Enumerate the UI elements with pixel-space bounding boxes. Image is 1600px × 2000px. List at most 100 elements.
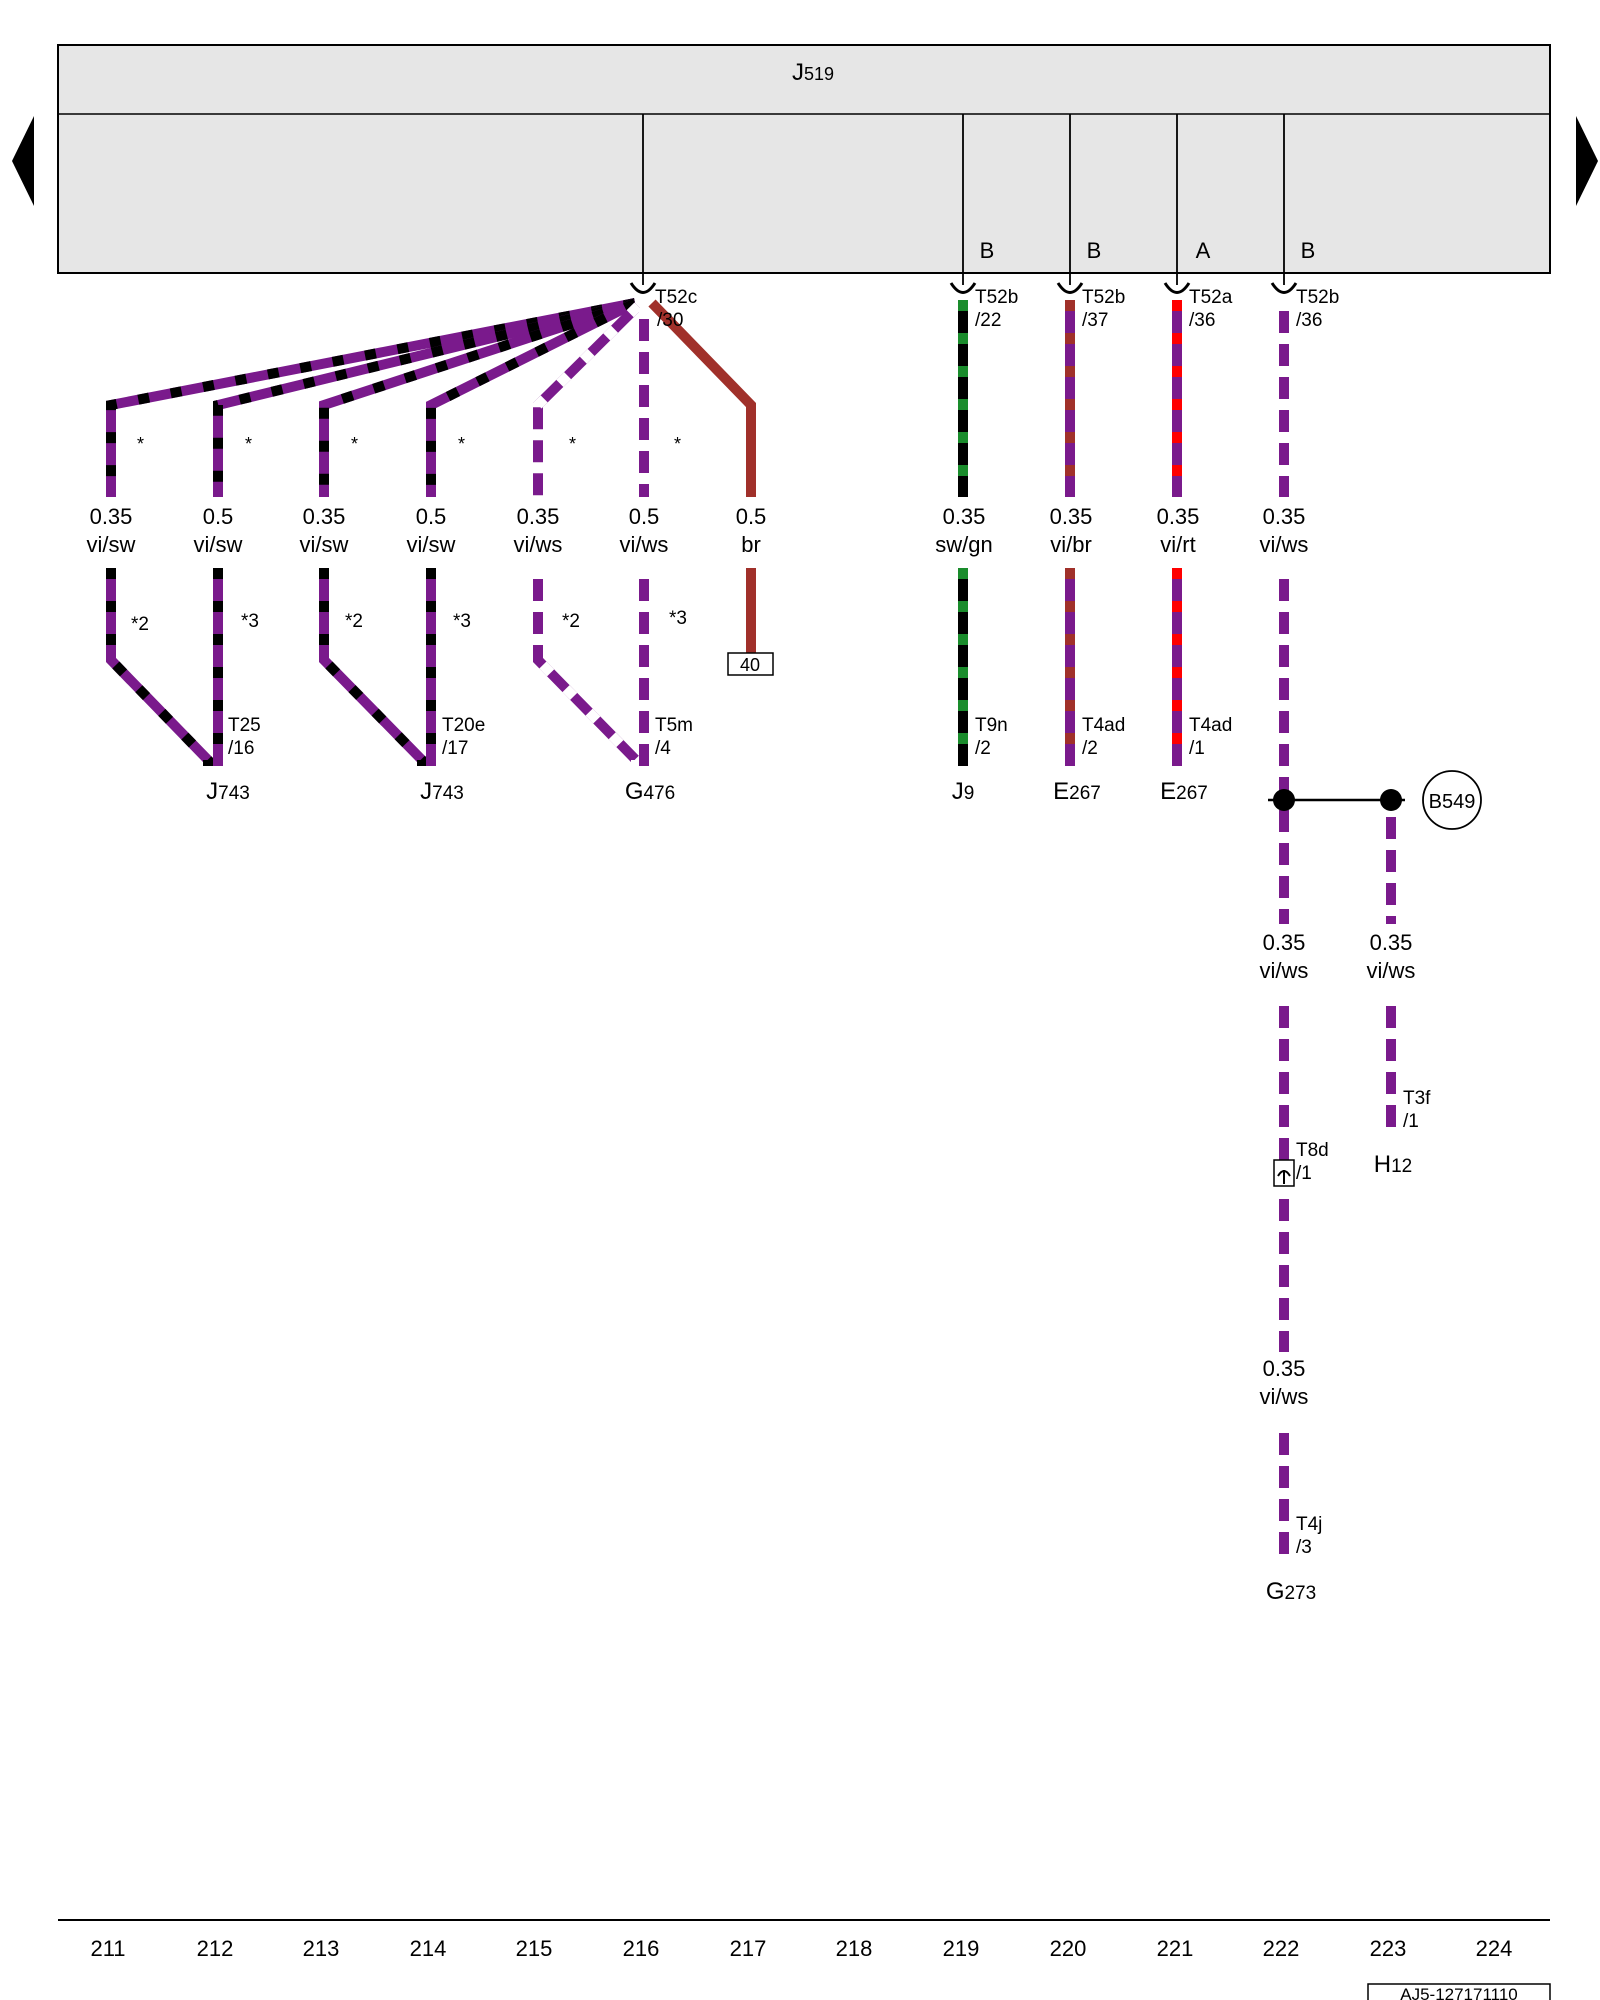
- pin-label: T4ad: [1082, 715, 1125, 736]
- column-number: 219: [943, 1936, 980, 1961]
- wire-br: [648, 299, 756, 497]
- triangle-right-icon[interactable]: [1576, 116, 1598, 206]
- wire-vi-sw-stripe: [106, 568, 213, 766]
- plug-icon: [1163, 282, 1191, 294]
- wire-size: 0.5: [629, 504, 660, 529]
- variant-marker: *3: [241, 611, 259, 632]
- component-label: E267: [1053, 778, 1101, 805]
- document-code: AJ5-127171110: [1367, 1983, 1551, 2000]
- splice-label: B549: [1429, 791, 1476, 813]
- wires: [106, 298, 1396, 1562]
- column-number: 223: [1370, 1936, 1407, 1961]
- pin-label: /37: [1082, 310, 1108, 331]
- pin-label: T4ad: [1189, 715, 1232, 736]
- variant-marker: *2: [562, 611, 580, 632]
- triangle-left-icon[interactable]: [12, 116, 34, 206]
- pin-label: T52b: [975, 287, 1018, 308]
- variant-marker: *2: [345, 611, 363, 632]
- document-code-label: AJ5-127171110: [1400, 1985, 1518, 2000]
- column-number: 214: [410, 1936, 447, 1961]
- pin-label: T9n: [975, 715, 1008, 736]
- pin-label: T52a: [1189, 287, 1233, 308]
- wire-size: 0.35: [1050, 504, 1093, 529]
- plug-icon: [949, 282, 977, 294]
- column-number: 224: [1476, 1936, 1513, 1961]
- pin-label: /22: [975, 310, 1001, 331]
- variant-marker: *3: [453, 611, 471, 632]
- inline-connector-icon: [1273, 1159, 1295, 1187]
- reference-box[interactable]: 40: [727, 652, 774, 676]
- splice-node: B549: [1268, 770, 1482, 830]
- pin-label: T4j: [1296, 1514, 1322, 1535]
- wire-color: vi/sw: [300, 532, 349, 557]
- wire-color: vi/ws: [1260, 532, 1309, 557]
- pin-label: T52b: [1082, 287, 1125, 308]
- wire-size: 0.35: [1263, 930, 1306, 955]
- wire-color: vi/ws: [1260, 958, 1309, 983]
- column-number: 211: [90, 1936, 125, 1961]
- wire-color: sw/gn: [935, 532, 992, 557]
- plug-icon: [1270, 282, 1298, 294]
- wire-vi-sw-stripe: [106, 298, 636, 497]
- plug-icon: [629, 282, 657, 294]
- wire-size: 0.5: [416, 504, 447, 529]
- splice-circle-icon: [1422, 770, 1482, 830]
- star-marker: *: [458, 434, 465, 454]
- pin-label: /16: [228, 738, 254, 759]
- wire-color: vi/sw: [407, 532, 456, 557]
- column-ruler: 211 212 213 214 215 216 217 218 219 220 …: [58, 1919, 1550, 1961]
- wire-size: 0.5: [736, 504, 767, 529]
- component-label: J9: [952, 778, 975, 805]
- component-label: G476: [625, 778, 675, 805]
- wire-color: vi/ws: [1367, 958, 1416, 983]
- pin-label: T8d: [1296, 1140, 1329, 1161]
- internal-lines: [642, 114, 1285, 285]
- wire-size: 0.5: [203, 504, 234, 529]
- wire-color: vi/sw: [194, 532, 243, 557]
- connector-letter: B: [980, 238, 995, 263]
- column-number: 217: [730, 1936, 767, 1961]
- component-label: J743: [420, 778, 464, 805]
- control-unit-label: J519: [792, 59, 834, 86]
- wire-size: 0.35: [303, 504, 346, 529]
- pin-label: T3f: [1403, 1088, 1431, 1109]
- pin-label: T5m: [655, 715, 693, 736]
- column-number: 215: [516, 1936, 553, 1961]
- wire-vi-sw-stripe: [426, 298, 638, 497]
- wire-size: 0.35: [1370, 930, 1413, 955]
- pin-label: /3: [1296, 1537, 1312, 1558]
- wire-vi-sw: [319, 568, 427, 766]
- pin-label: /36: [1296, 310, 1322, 331]
- star-marker: *: [137, 434, 144, 454]
- pin-label: T52b: [1296, 287, 1339, 308]
- reference-number: 40: [740, 655, 760, 675]
- column-number: 221: [1157, 1936, 1194, 1961]
- wire-color: vi/ws: [514, 532, 563, 557]
- variant-marker: *2: [131, 614, 149, 635]
- star-marker: *: [245, 434, 252, 454]
- component-label: J743: [206, 778, 250, 805]
- wire-color: vi/ws: [620, 532, 669, 557]
- wire-vi-ws: [533, 568, 641, 766]
- wire-vi-sw-stripe: [213, 298, 637, 497]
- star-marker: *: [674, 434, 681, 454]
- wire-vi-ws-stripe: [533, 568, 641, 766]
- pin-label: /1: [1403, 1111, 1419, 1132]
- top-pin-labels: T52c /30 T52b /22 T52b /37 T52a /36 T52b…: [655, 287, 1339, 331]
- component-labels: J743 J743 G476 J9 E267 E267 H12 G273: [206, 778, 1412, 1605]
- wire-color: vi/sw: [87, 532, 136, 557]
- pin-label: /30: [657, 310, 683, 331]
- component-label: H12: [1374, 1151, 1412, 1178]
- column-number: 218: [836, 1936, 873, 1961]
- connector-letter: A: [1196, 238, 1211, 263]
- wire-vi-sw-stripe: [319, 568, 427, 766]
- wire-color: vi/rt: [1160, 532, 1195, 557]
- wire-color: vi/br: [1050, 532, 1092, 557]
- plug-icon: [1056, 282, 1084, 294]
- wire-size: 0.35: [1263, 1356, 1306, 1381]
- wire-color: vi/ws: [1260, 1384, 1309, 1409]
- pin-label: /2: [1082, 738, 1098, 759]
- wire-size: 0.35: [1157, 504, 1200, 529]
- variant-marker: *3: [669, 608, 687, 629]
